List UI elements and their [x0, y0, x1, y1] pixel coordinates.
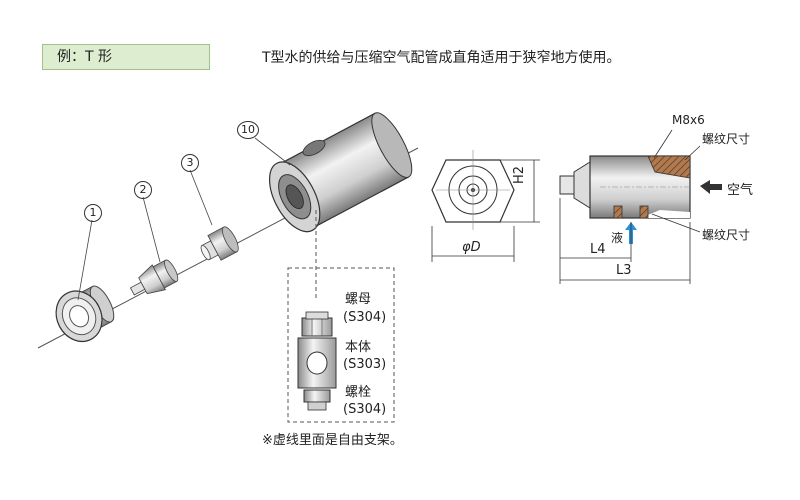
- side-view-dimensions: [559, 129, 701, 284]
- liquid-label: 液: [611, 231, 624, 245]
- part-1-nut: [55, 285, 115, 343]
- front-view-hex: [431, 150, 515, 230]
- air-arrow: [700, 180, 722, 194]
- bracket-body: [297, 337, 337, 389]
- side-view-body: [559, 155, 691, 219]
- part-3-orifice: [200, 226, 239, 261]
- bolt-material: (S304): [343, 402, 387, 417]
- example-tag: 例：T 形: [42, 44, 210, 70]
- callout-part-3: 3: [181, 154, 199, 172]
- callout-part-2: 2: [134, 181, 152, 199]
- air-label: 空气: [727, 183, 754, 198]
- thread-size-bottom-label: 螺纹尺寸: [702, 228, 751, 242]
- bolt-label: 螺栓: [345, 385, 372, 400]
- body-label: 本体: [345, 340, 372, 355]
- nut-label: 螺母: [345, 292, 372, 307]
- callout-part-1: 1: [84, 204, 102, 222]
- nut-material: (S304): [343, 310, 387, 325]
- thread-spec-label: M8x6: [672, 113, 705, 127]
- free-bracket-box: [287, 267, 395, 423]
- bracket-bolt: [303, 389, 331, 411]
- part-10-body: [268, 112, 413, 233]
- callout-part-10: 10: [237, 121, 259, 139]
- footnote: ※虚线里面是自由支架。: [262, 433, 403, 448]
- bracket-nut: [301, 311, 333, 337]
- dim-l4-label: L4: [590, 242, 606, 257]
- body-material: (S303): [343, 357, 387, 372]
- dim-l3-label: L3: [616, 263, 632, 278]
- front-view-dimensions: [431, 159, 540, 262]
- front-diameter-dim: φD: [462, 240, 481, 255]
- front-height-dim: H2: [512, 165, 527, 184]
- description-text: T型水的供给与压缩空气配管成直角适用于狭窄地方使用。: [262, 50, 621, 66]
- thread-size-top-label: 螺纹尺寸: [702, 132, 751, 146]
- part-2-nozzle-tip: [129, 259, 179, 296]
